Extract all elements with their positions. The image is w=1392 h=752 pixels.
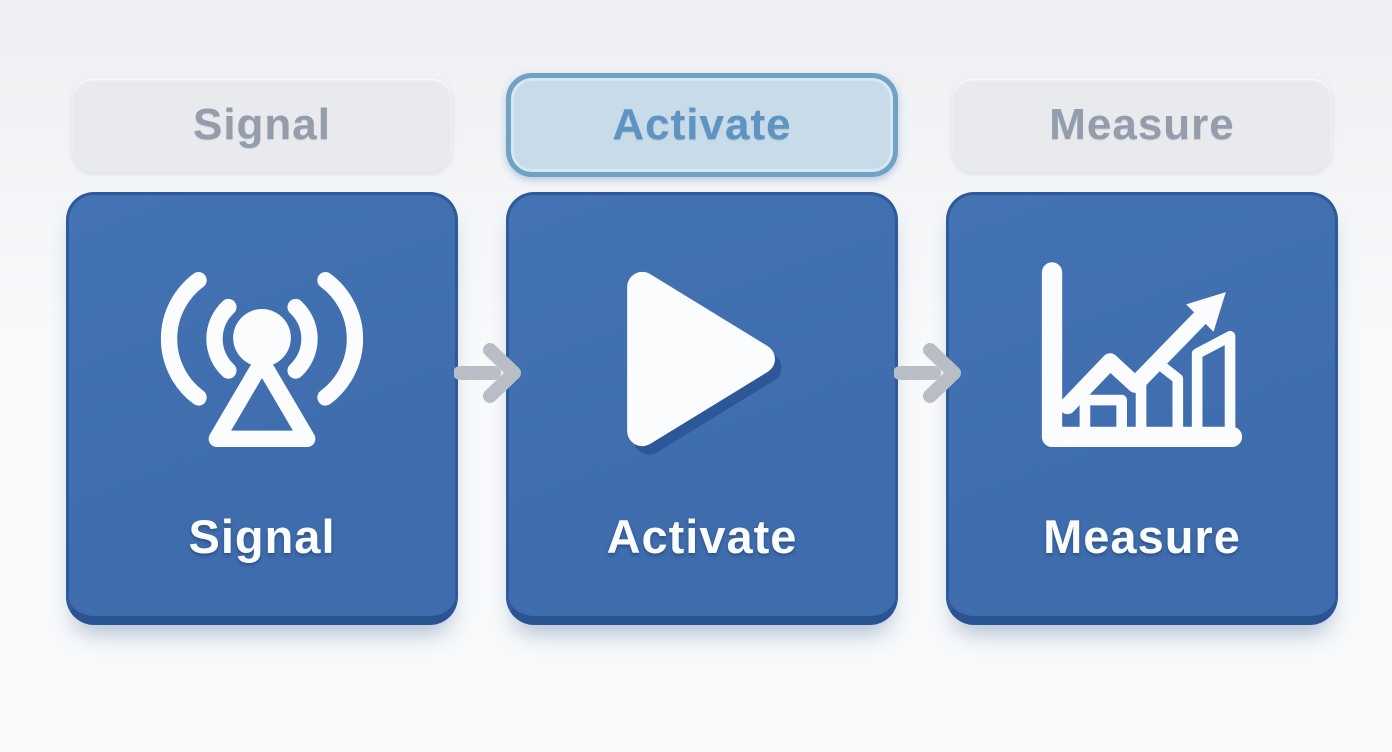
- step-column-signal: Signal Signal: [66, 78, 458, 625]
- play-icon: [612, 259, 792, 459]
- card-label-signal: Signal: [188, 510, 336, 563]
- card-signal[interactable]: Signal: [66, 192, 458, 625]
- tab-activate[interactable]: Activate: [506, 73, 898, 177]
- arrow-right-icon: [454, 340, 528, 406]
- step-column-activate: Activate Activate: [506, 73, 898, 625]
- arrow-right-icon: [894, 340, 968, 406]
- step-column-measure: Measure Measure: [946, 78, 1338, 625]
- card-label-measure: Measure: [1043, 510, 1241, 563]
- rising-bar-chart-icon: [1021, 259, 1263, 459]
- card-label-activate: Activate: [606, 510, 798, 563]
- card-measure[interactable]: Measure: [946, 192, 1338, 625]
- tab-measure[interactable]: Measure: [952, 78, 1332, 172]
- broadcast-icon: [137, 259, 387, 459]
- process-flow: Signal Signal Activate: [66, 73, 1338, 625]
- tab-signal[interactable]: Signal: [72, 78, 452, 172]
- card-activate[interactable]: Activate: [506, 192, 898, 625]
